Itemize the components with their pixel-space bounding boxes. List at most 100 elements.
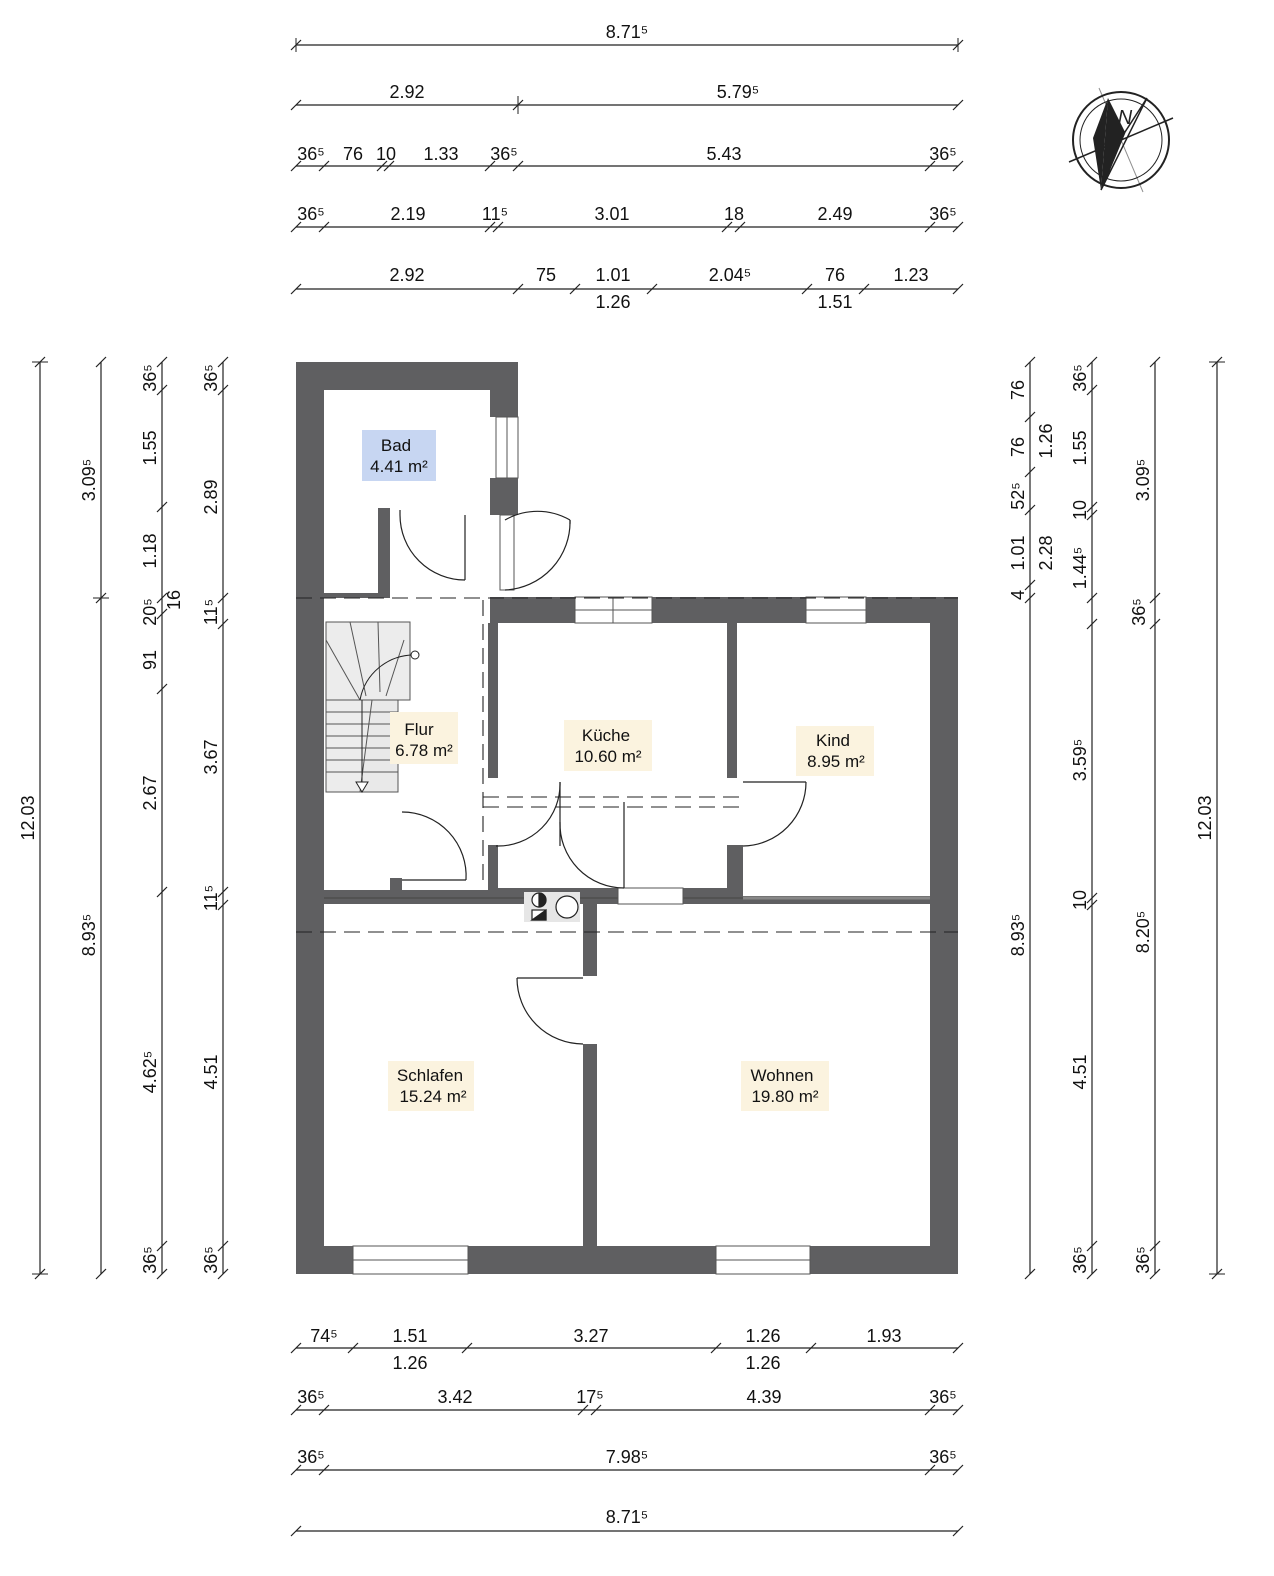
room-wohnen: Wohnen 19.80 m² [741, 1061, 829, 1111]
room-kueche-bg [564, 720, 652, 771]
dim-top-r3-0: 36⁵ [297, 144, 324, 164]
room-flur: Flur 6.78 m² [390, 712, 458, 764]
top-dimensions: 8.71⁵ 2.92 5.79⁵ 36⁵ 76 10 1.33 36⁵ 5.43… [290, 22, 964, 312]
dim-top-r4-6: 36⁵ [929, 204, 956, 224]
room-kueche-area: 10.60 m² [574, 747, 641, 766]
left-dimensions: 12.03 3.09⁵ 8.93⁵ 36⁵ 1.55 1.18 20⁵ 91 2… [18, 356, 229, 1280]
dim-top-r4-1: 2.19 [390, 204, 425, 224]
room-kind-name: Kind [816, 731, 850, 750]
dim-bot-r1-4: 1.93 [866, 1326, 901, 1346]
dim-right-c3-3: 1.44⁵ [1070, 547, 1090, 590]
dim-right-c4-0: 3.09⁵ [1133, 459, 1153, 502]
dim-left-c3-8: 16 [164, 590, 184, 610]
dim-left-c3-6: 4.62⁵ [140, 1051, 160, 1094]
dim-bot-r2-1: 3.42 [437, 1387, 472, 1407]
dim-left-c3-1: 1.55 [140, 430, 160, 465]
dim-left-c4-2: 11⁵ [201, 599, 221, 625]
dim-bot-r2-2: 17⁵ [576, 1387, 603, 1407]
dim-top-r4-0: 36⁵ [297, 204, 324, 224]
dim-right-c3-6: 10 [1070, 890, 1090, 910]
dim-right-c2-2: 8.93⁵ [1008, 914, 1028, 957]
dim-right-c3-4: 36⁵ [1129, 598, 1149, 625]
dim-right-c4-2: 36⁵ [1133, 1246, 1153, 1273]
room-labels: Bad 4.41 m² Flur 6.78 m² Küche 10.60 m² … [362, 430, 874, 1111]
room-flur-area: 6.78 m² [395, 741, 453, 760]
dim-top-r5-b1: 1.51 [817, 292, 852, 312]
room-schlafen-name: Schlafen [397, 1066, 463, 1085]
dim-left-c3-0: 36⁵ [140, 364, 160, 391]
room-schlafen-bg [388, 1061, 474, 1111]
room-schlafen-area: 15.24 m² [399, 1087, 466, 1106]
heating-fixture-icon [524, 892, 580, 922]
room-bad-area: 4.41 m² [370, 457, 428, 476]
dim-top-r5-4: 76 [825, 265, 845, 285]
dim-bot-r1-2: 3.27 [573, 1326, 608, 1346]
dim-top-r3-2: 10 [376, 144, 396, 164]
dim-right-c3-2: 10 [1070, 500, 1090, 520]
dim-left-c4-3: 3.67 [201, 739, 221, 774]
room-schlafen: Schlafen 15.24 m² [388, 1061, 474, 1111]
dim-right-c3-8: 36⁵ [1070, 1246, 1090, 1273]
dim-left-c4-1: 2.89 [201, 479, 221, 514]
dim-bot-r1-b1: 1.26 [745, 1353, 780, 1373]
doors [399, 510, 807, 1045]
windows [352, 416, 867, 1275]
dim-right-c3-0: 36⁵ [1070, 364, 1090, 391]
dim-right-c1-1: 76 [1008, 437, 1028, 457]
dim-top-r3-3: 1.33 [423, 144, 458, 164]
dim-left-c2-1: 8.93⁵ [79, 914, 99, 957]
room-wohnen-area: 19.80 m² [751, 1087, 818, 1106]
dim-top-r3-1: 76 [343, 144, 363, 164]
dim-top-r3-6: 36⁵ [929, 144, 956, 164]
dim-right-c2-0: 1.26 [1036, 423, 1056, 458]
dim-left-c3-2: 1.18 [140, 533, 160, 568]
right-dimensions: 76 76 52⁵ 1.01 4 1.26 2.28 8.93⁵ 36⁵ 1.5… [1008, 356, 1225, 1280]
dim-bot-r3-0: 36⁵ [297, 1447, 324, 1467]
dim-top-r5-5: 1.23 [893, 265, 928, 285]
dim-left-c4-5: 4.51 [201, 1054, 221, 1089]
compass-north-label: N [1118, 107, 1133, 129]
room-kind-bg [796, 726, 874, 776]
bottom-dimensions: 74⁵ 1.51 3.27 1.26 1.93 1.26 1.26 36⁵ 3.… [290, 1326, 964, 1537]
room-bad-name: Bad [381, 436, 411, 455]
dim-right-c4-1: 8.20⁵ [1133, 911, 1153, 954]
dim-top-r4-3: 3.01 [594, 204, 629, 224]
dim-bot-r2-0: 36⁵ [297, 1387, 324, 1407]
dim-left-c4-4: 11⁵ [201, 885, 221, 911]
dim-top-r4-5: 2.49 [817, 204, 852, 224]
room-flur-name: Flur [404, 720, 434, 739]
room-flur-bg [390, 712, 458, 764]
dim-top-r2-a: 2.92 [389, 82, 424, 102]
walls [296, 362, 958, 1274]
dim-bot-r2-4: 36⁵ [929, 1387, 956, 1407]
dim-right-c3-7: 4.51 [1070, 1054, 1090, 1089]
room-kueche-name: Küche [582, 726, 630, 745]
room-kind-area: 8.95 m² [807, 752, 865, 771]
dim-right-c1-3: 1.01 [1008, 535, 1028, 570]
dim-left-total: 12.03 [18, 795, 38, 840]
dim-bot-r1-3: 1.26 [745, 1326, 780, 1346]
dim-top-r5-3: 2.04⁵ [709, 265, 752, 285]
dim-left-c3-4: 91 [140, 650, 160, 670]
dim-top-r4-2: 11⁵ [482, 204, 508, 224]
dim-top-r4-4: 18 [724, 204, 744, 224]
room-wohnen-name: Wohnen [750, 1066, 813, 1085]
dim-right-total: 12.03 [1195, 795, 1215, 840]
dim-top-r3-4: 36⁵ [490, 144, 517, 164]
dim-right-c1-2: 52⁵ [1008, 482, 1028, 509]
dim-right-c1-4: 4 [1008, 590, 1028, 600]
dim-left-c3-5: 2.67 [140, 775, 160, 810]
dim-top-r5-b0: 1.26 [595, 292, 630, 312]
dim-right-c3-5: 3.59⁵ [1070, 739, 1090, 782]
dim-left-c4-6: 36⁵ [201, 1246, 221, 1273]
dim-top-r5-1: 75 [536, 265, 556, 285]
room-kind: Kind 8.95 m² [796, 726, 874, 776]
dim-right-c2-1: 2.28 [1036, 535, 1056, 570]
dim-bot-r3-1: 7.98⁵ [606, 1447, 649, 1467]
dim-left-c3-7: 36⁵ [140, 1246, 160, 1273]
dashed-lines [296, 597, 958, 933]
dim-bot-r1-0: 74⁵ [310, 1326, 337, 1346]
dim-bot-r2-3: 4.39 [746, 1387, 781, 1407]
dim-right-c1-0: 76 [1008, 380, 1028, 400]
room-kueche: Küche 10.60 m² [564, 720, 652, 771]
